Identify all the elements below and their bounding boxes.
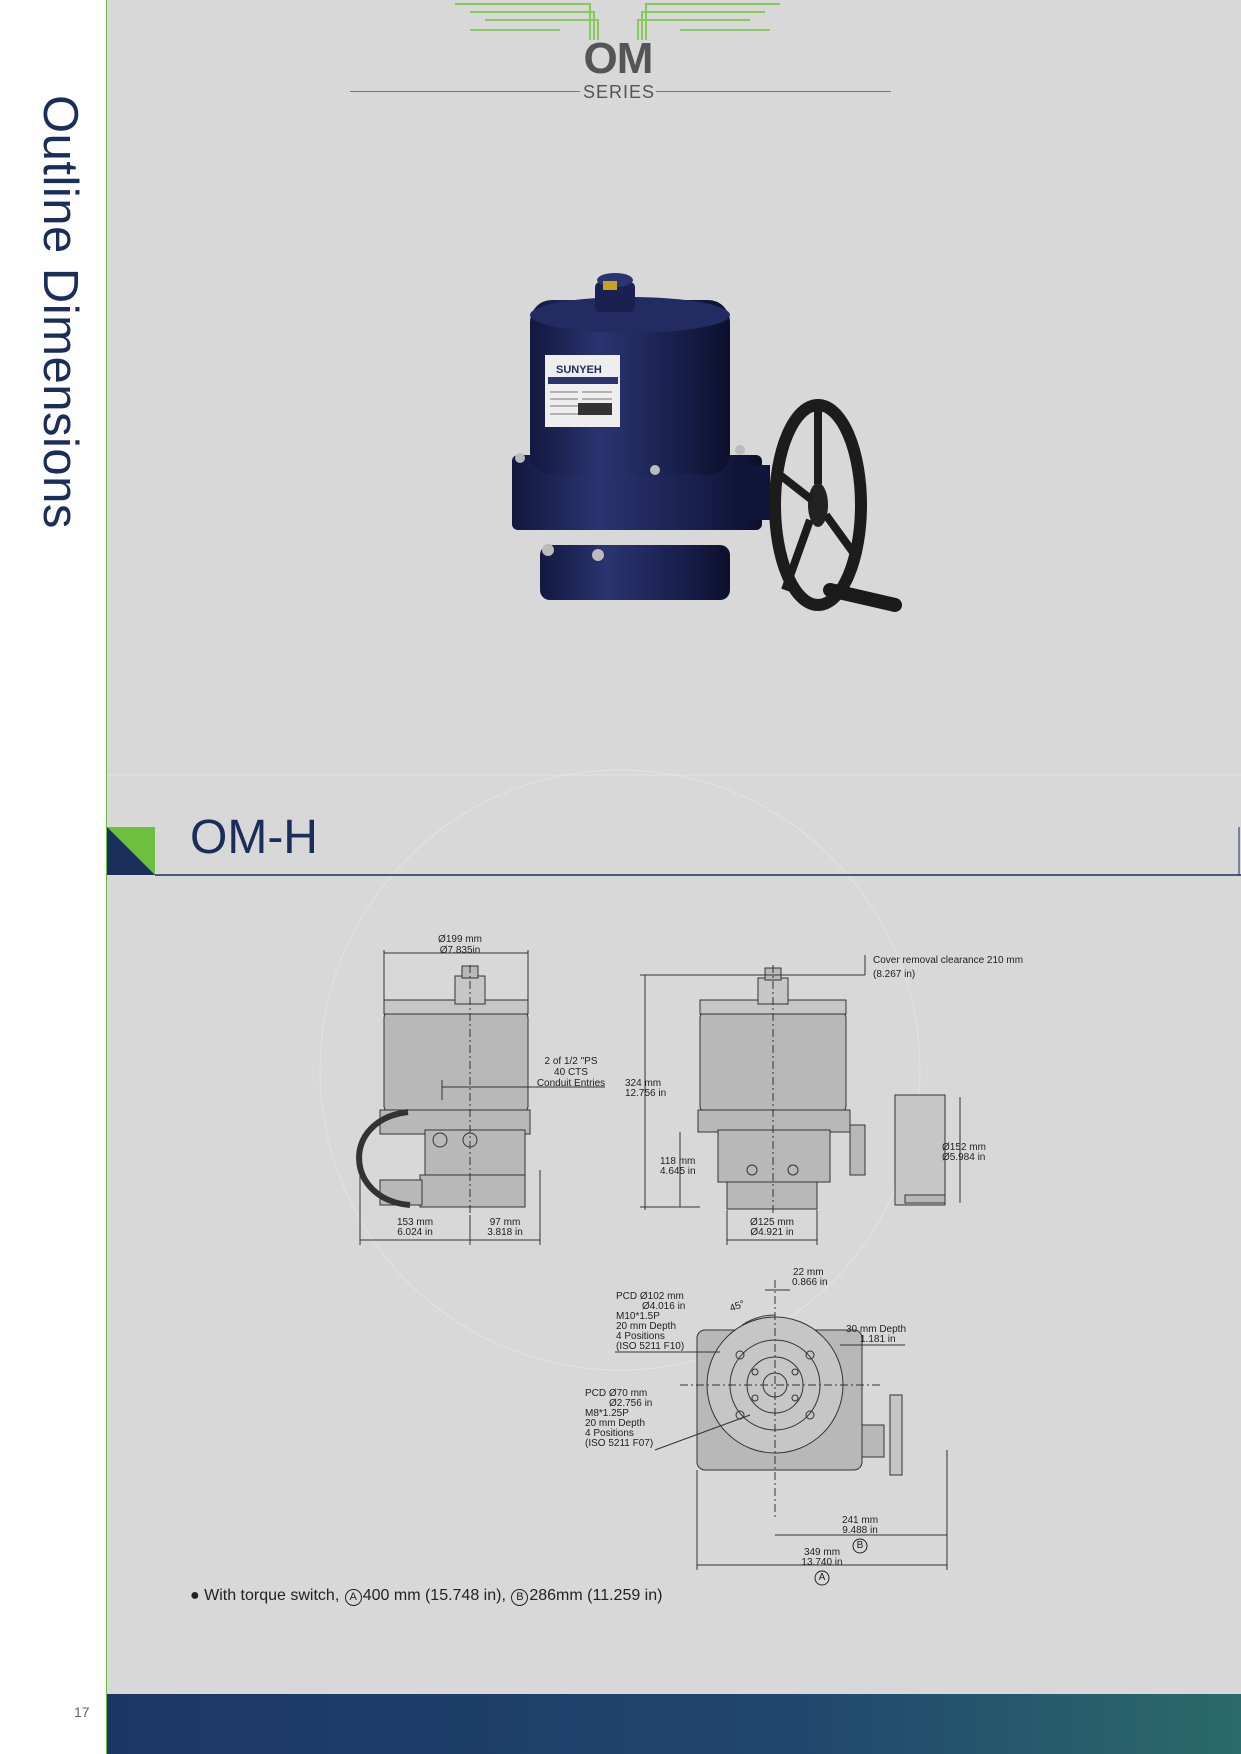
note-b-value: 286mm (11.259 in) xyxy=(529,1587,663,1604)
pcd102-line-6: (ISO 5211 F10) xyxy=(616,1341,685,1352)
dim-left-in: 6.024 in xyxy=(397,1227,433,1238)
dim-lower-mm: 118 mm xyxy=(660,1156,696,1167)
dim-a-mm: 349 mm xyxy=(803,1547,841,1558)
pcd70-line-1: PCD Ø70 mm xyxy=(585,1388,648,1399)
dim-top-dia-in: Ø7.835in xyxy=(439,945,481,956)
pcd102-line-3: M10*1.5P xyxy=(616,1311,660,1322)
dim-wheel-in: Ø5.984 in xyxy=(942,1152,986,1163)
dim-height-in: 12.756 in xyxy=(625,1088,667,1099)
dim-conduit-1: 2 of 1/2 "PS xyxy=(544,1056,598,1067)
depth30-line-1: 30 mm Depth xyxy=(846,1324,907,1335)
actuator-image: SUNYEH xyxy=(512,273,902,612)
pcd70-line-4: 20 mm Depth xyxy=(585,1418,646,1429)
pcd70-line-2: Ø2.756 in xyxy=(609,1398,653,1409)
note-a-mark: A xyxy=(344,1589,362,1606)
note-prefix: ● With torque switch, xyxy=(190,1587,340,1604)
logo-line-right xyxy=(656,91,891,92)
dim-conduit-3: Conduit Entries xyxy=(536,1078,606,1089)
sidebar: Outline Dimensions 17 xyxy=(0,0,107,1754)
note-a-value: 400 mm (15.748 in), xyxy=(362,1587,506,1604)
logo-line-left xyxy=(350,91,580,92)
depth30-line-2: 1.181 in xyxy=(860,1334,896,1345)
pcd70-line-3: M8*1.25P xyxy=(585,1408,629,1419)
dim-right-mm: 97 mm xyxy=(489,1217,521,1228)
nameplate-brand: SUNYEH xyxy=(556,364,602,376)
om-series-label: SERIES xyxy=(583,82,656,102)
dim-top-dia-mm: Ø199 mm xyxy=(438,934,482,945)
dim-cover-2: (8.267 in) xyxy=(873,969,916,980)
faint-lines xyxy=(107,769,1241,1371)
dim-right-in: 3.818 in xyxy=(487,1227,523,1238)
dim-wheel-mm: Ø152 mm xyxy=(942,1142,986,1153)
pcd102-line-2: Ø4.016 in xyxy=(642,1301,686,1312)
dim-height-mm: 324 mm xyxy=(625,1078,662,1089)
dim-base-mm: Ø125 mm xyxy=(750,1217,794,1228)
logo-glow xyxy=(455,0,785,170)
drawing-front-view xyxy=(356,950,605,1245)
pcd70-line-6: (ISO 5211 F07) xyxy=(585,1438,654,1449)
page-number: 17 xyxy=(74,1704,90,1720)
dim-lower-in: 4.645 in xyxy=(660,1166,696,1177)
pcd102-line-4: 20 mm Depth xyxy=(616,1321,677,1332)
dim-conduit-2: 40 CTS xyxy=(554,1067,588,1078)
pcd102-line-1: PCD Ø102 mm xyxy=(616,1291,684,1302)
om-logo: OM xyxy=(583,34,654,83)
dim-b-mm: 241 mm xyxy=(841,1515,879,1526)
dim-top22-mm: 22 mm xyxy=(793,1267,824,1278)
dim-base-in: Ø4.921 in xyxy=(750,1227,794,1238)
pcd70-line-5: 4 Positions xyxy=(585,1428,634,1439)
main-area xyxy=(107,0,1241,1754)
drawing-bottom-view xyxy=(615,1280,948,1570)
note-b-mark: B xyxy=(511,1589,529,1606)
dim-b-in: 9.488 in xyxy=(842,1525,878,1536)
model-title: OM-H xyxy=(190,811,318,864)
marker-a-circle xyxy=(814,1570,830,1586)
marker-b-circle xyxy=(852,1538,868,1554)
drawing-side-view xyxy=(640,955,961,1245)
dim-cover-1: Cover removal clearance 210 mm xyxy=(873,955,1024,966)
footer-bar xyxy=(107,1694,1241,1754)
dim-a-mark: A xyxy=(818,1572,826,1583)
pcd102-line-5: 4 Positions xyxy=(616,1331,665,1342)
dim-b-mark: B xyxy=(856,1540,864,1551)
dim-a-in: 13.740 in xyxy=(801,1557,843,1568)
section-header xyxy=(107,827,1241,876)
dim-left-mm: 153 mm xyxy=(396,1217,434,1228)
dim-top22-in: 0.866 in xyxy=(792,1277,828,1288)
